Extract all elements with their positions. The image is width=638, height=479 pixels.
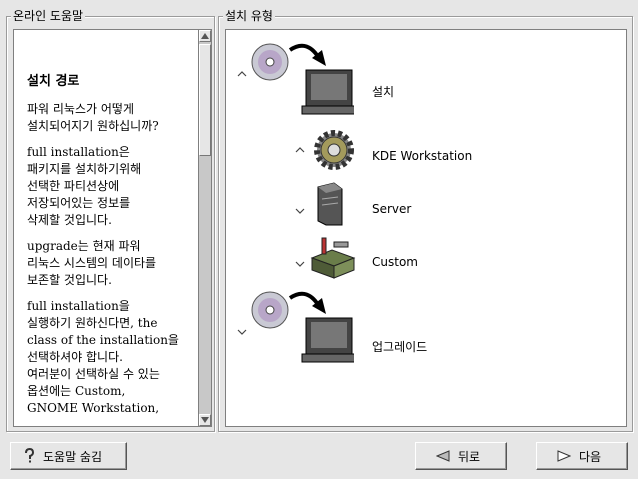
upgrade-label: 업그레이드 <box>372 340 428 354</box>
help-group: 온라인 도움말 설치 경로 파워 리눅스가 어떻게 설치되어지기 원하십니까? … <box>6 9 215 432</box>
tree-item-server[interactable]: Server <box>226 175 626 227</box>
chevron-up-icon[interactable] <box>236 68 248 80</box>
chevron-down-icon[interactable] <box>294 205 306 217</box>
arrow-up-icon <box>201 33 209 39</box>
scroll-thumb[interactable] <box>199 44 211 156</box>
toolbox-icon <box>310 237 356 279</box>
next-label: 다음 <box>579 449 602 464</box>
hide-help-label: 도움말 숨김 <box>43 449 103 464</box>
tree-item-kde-workstation[interactable]: KDE Workstation <box>226 122 626 172</box>
arrow-left-icon <box>436 450 450 462</box>
help-scrollbar[interactable] <box>198 29 212 427</box>
gear-icon <box>314 130 354 170</box>
back-label: 뒤로 <box>458 449 481 464</box>
install-type-group: 설치 유형 설치 KDE Workstation <box>218 9 633 432</box>
help-title: 설치 경로 <box>27 74 80 89</box>
help-paragraph: full installation은 패키지를 설치하기위해 선택한 파티션상에… <box>27 145 142 227</box>
server-icon <box>317 182 343 226</box>
kde-workstation-label: KDE Workstation <box>372 149 473 163</box>
hide-help-button[interactable]: 도움말 숨김 <box>10 442 127 470</box>
help-legend: 온라인 도움말 <box>11 9 86 23</box>
next-button[interactable]: 다음 <box>536 442 628 470</box>
install-type-tree[interactable]: 설치 KDE Workstation Server <box>225 29 627 427</box>
upgrade-icon <box>251 291 354 363</box>
tree-item-upgrade[interactable]: 업그레이드 <box>226 282 626 368</box>
tree-item-custom[interactable]: Custom <box>226 228 626 280</box>
chevron-down-icon[interactable] <box>236 326 248 338</box>
scroll-down-button[interactable] <box>199 414 211 426</box>
question-icon <box>25 448 35 463</box>
back-button[interactable]: 뒤로 <box>415 442 507 470</box>
tree-item-install[interactable]: 설치 <box>226 30 626 116</box>
arrow-right-icon <box>557 450 571 462</box>
install-label: 설치 <box>372 85 395 99</box>
help-paragraph: full installation을 실행하기 원하신다면, the class… <box>27 299 179 415</box>
server-label: Server <box>372 202 412 216</box>
help-paragraph: upgrade는 현재 파워 리눅스 시스템의 데이타를 보존할 것입니다. <box>27 239 157 287</box>
help-panel[interactable]: 설치 경로 파워 리눅스가 어떻게 설치되어지기 원하십니까? full ins… <box>13 29 199 427</box>
chevron-up-icon[interactable] <box>294 144 306 156</box>
install-type-legend: 설치 유형 <box>223 9 275 23</box>
help-text: 설치 경로 파워 리눅스가 어떻게 설치되어지기 원하십니까? full ins… <box>14 30 198 417</box>
scroll-up-button[interactable] <box>199 30 211 42</box>
arrow-down-icon <box>201 417 209 423</box>
install-icon <box>251 43 354 115</box>
chevron-down-icon[interactable] <box>294 258 306 270</box>
help-paragraph: 파워 리눅스가 어떻게 설치되어지기 원하십니까? <box>27 102 159 133</box>
custom-label: Custom <box>372 255 418 269</box>
